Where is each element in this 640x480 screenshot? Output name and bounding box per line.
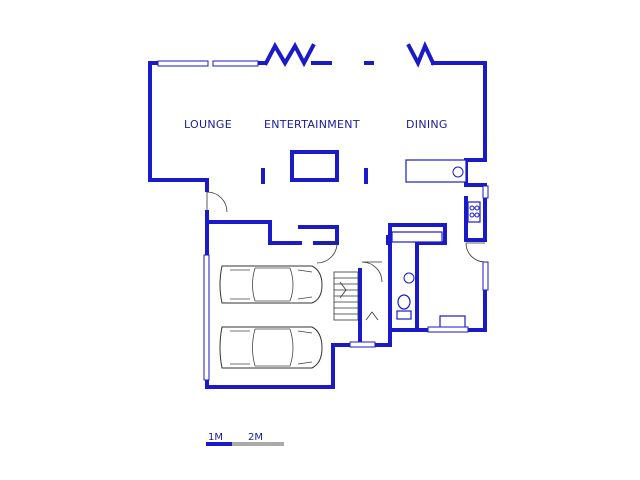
room-label-entertainment: ENTERTAINMENT <box>264 118 360 131</box>
toilet-icon <box>397 294 411 310</box>
garage-door <box>203 254 210 381</box>
door-kitchen <box>465 242 486 263</box>
bathroom-fixtures <box>391 231 443 320</box>
top-windows <box>157 41 436 68</box>
window-right-1 <box>482 185 489 199</box>
window-stair <box>349 341 376 348</box>
window-right-2 <box>482 261 489 291</box>
sink-icon <box>452 166 464 178</box>
kitchen-counter <box>405 159 467 183</box>
car-bottom <box>219 326 323 369</box>
door-stair <box>361 261 383 283</box>
room-label-lounge: LOUNGE <box>184 118 232 131</box>
scale-label-1m: 1M <box>208 432 223 443</box>
scale-segment-2 <box>232 442 284 446</box>
staircase <box>333 271 379 348</box>
doors <box>206 191 486 283</box>
bathroom-counter <box>391 231 443 243</box>
scale-bar: 1M 2M <box>206 432 284 446</box>
window-lounge-1 <box>157 60 209 67</box>
scale-label-2m: 2M <box>248 432 263 443</box>
room-label-dining: DINING <box>406 118 448 131</box>
window-lounge-2 <box>212 60 259 67</box>
kitchen-fixtures <box>405 159 489 333</box>
stove-icon <box>467 201 481 223</box>
folding-door-1 <box>263 41 316 68</box>
scullery-sink <box>439 315 466 329</box>
door-garage <box>316 242 338 264</box>
car-top <box>219 265 323 304</box>
scale-segment-1 <box>206 442 232 446</box>
folding-door-2 <box>406 41 436 68</box>
window-bottom-right <box>427 326 469 333</box>
door-entry <box>206 191 228 213</box>
basin-icon <box>403 272 415 284</box>
